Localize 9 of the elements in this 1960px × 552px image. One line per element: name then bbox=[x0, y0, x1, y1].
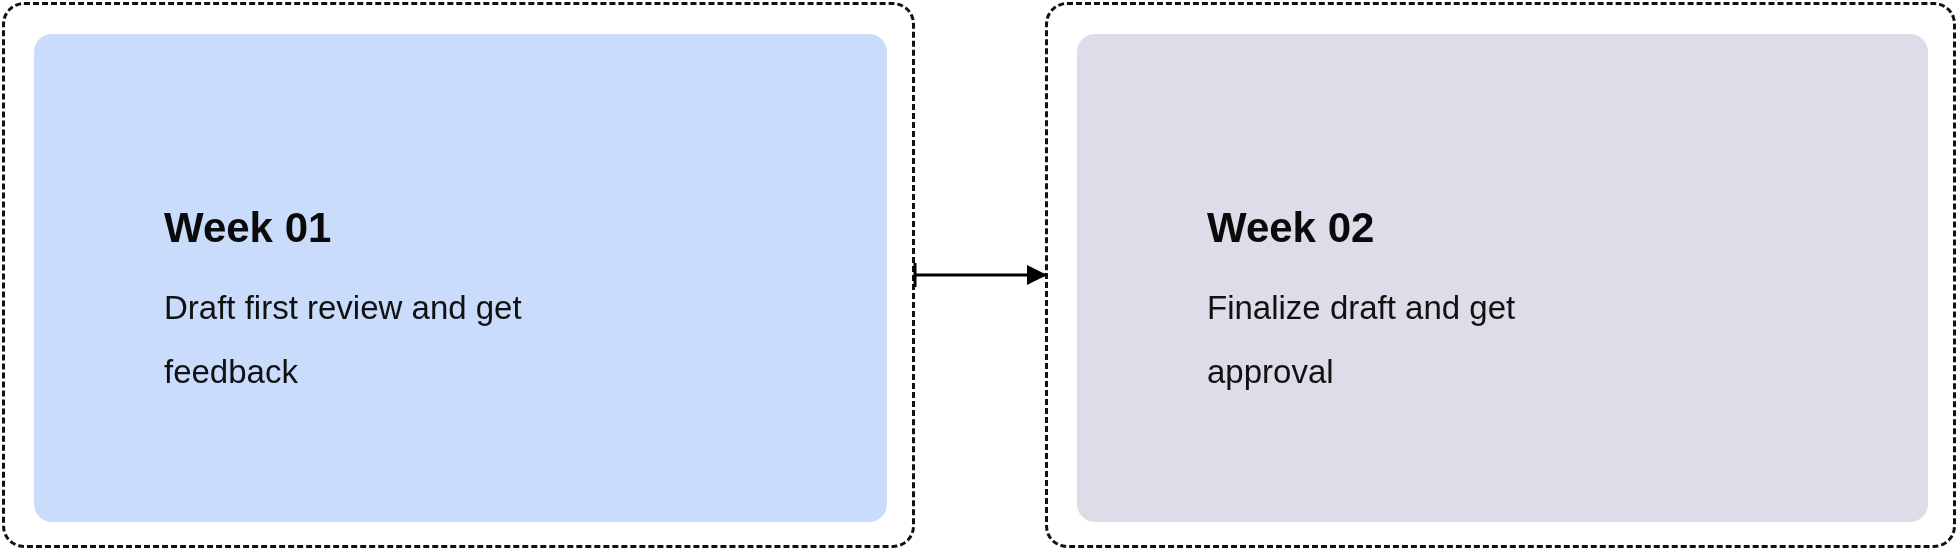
dashed-frame bbox=[1045, 2, 1956, 548]
card-description: Finalize draft and get approval bbox=[1207, 288, 1517, 392]
week-card bbox=[1077, 34, 1928, 522]
arrow bbox=[913, 263, 1047, 287]
card-heading: Week 01 bbox=[164, 204, 333, 252]
dashed-frame bbox=[2, 2, 915, 548]
card-description: Draft first review and get feedback bbox=[164, 288, 523, 392]
card-heading: Week 02 bbox=[1207, 204, 1376, 252]
week-card bbox=[34, 34, 887, 522]
